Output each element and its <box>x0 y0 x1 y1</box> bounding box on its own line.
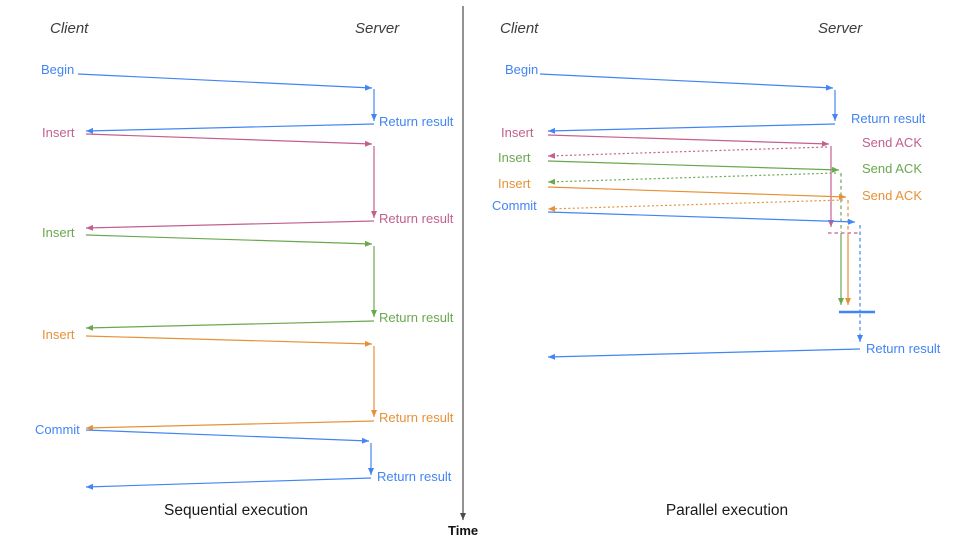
left-message-insert-2: Insert <box>42 225 75 240</box>
right-client-header: Client <box>500 20 539 37</box>
left-server-header: Server <box>355 20 400 37</box>
left-return-result-1: Return result <box>379 114 454 129</box>
right-message-insert-3: Insert <box>498 176 531 191</box>
left-message-insert-1: Insert <box>42 125 75 140</box>
left-return-result-4: Return result <box>379 410 454 425</box>
right-send-ack-3: Send ACK <box>862 188 922 203</box>
right-server-header: Server <box>818 20 863 37</box>
right-message-commit: Commit <box>492 198 537 213</box>
right-message-insert-2: Insert <box>498 150 531 165</box>
time-axis-label: Time <box>448 523 479 538</box>
right-send-ack-2: Send ACK <box>862 161 922 176</box>
left-return-result-5: Return result <box>377 469 452 484</box>
left-message-insert-3: Insert <box>42 327 75 342</box>
left-client-header: Client <box>50 20 89 37</box>
right-message-insert-1: Insert <box>501 125 534 140</box>
right-final-return-result: Return result <box>866 341 941 356</box>
right-panel-arrows <box>539 73 875 360</box>
right-panel-caption: Parallel execution <box>665 502 789 519</box>
left-panel-arrows <box>77 73 377 490</box>
left-message-commit: Commit <box>35 422 80 437</box>
left-return-result-2: Return result <box>379 211 454 226</box>
right-message-begin: Begin <box>505 62 539 77</box>
left-return-result-3: Return result <box>379 310 454 325</box>
left-panel-caption: Sequential execution <box>164 502 308 519</box>
right-return-result-1: Return result <box>851 111 926 126</box>
right-send-ack-1: Send ACK <box>862 135 922 150</box>
left-message-begin: Begin <box>41 62 75 77</box>
